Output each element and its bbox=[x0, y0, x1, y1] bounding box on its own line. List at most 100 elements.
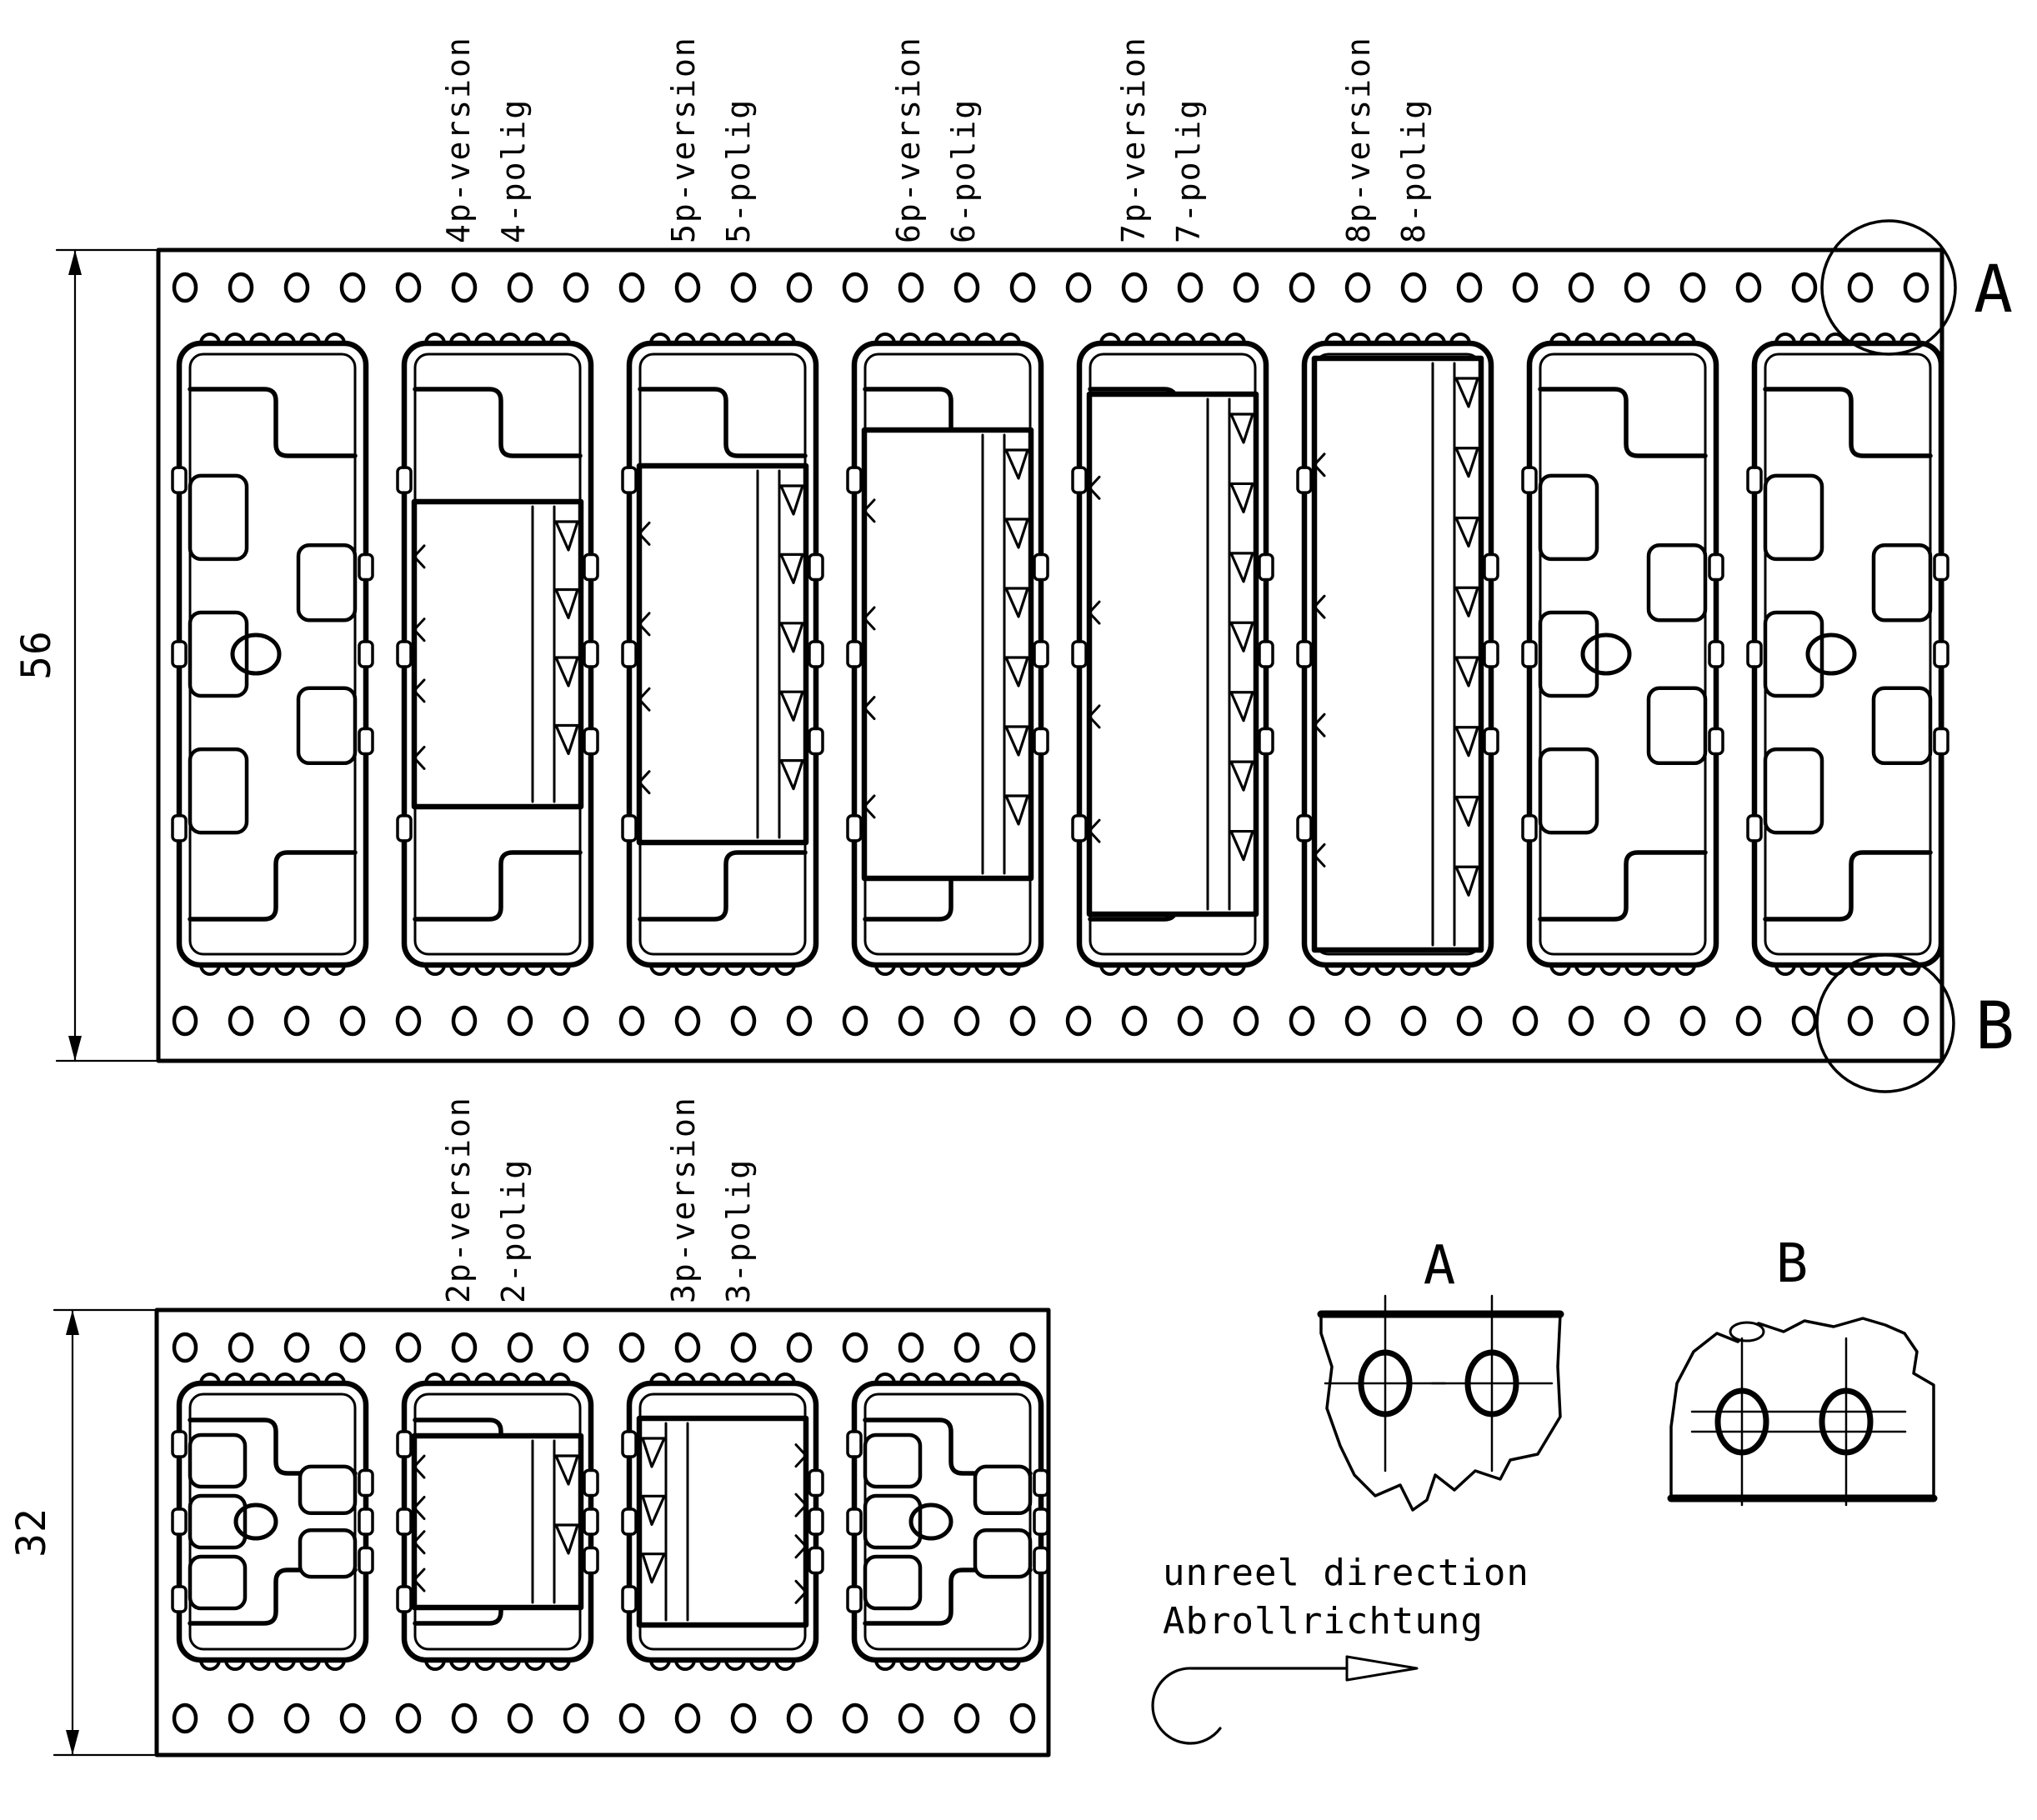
body-chevron bbox=[1088, 704, 1101, 729]
sprocket-hole bbox=[283, 272, 310, 303]
edge-scallop bbox=[449, 1658, 471, 1671]
pocket-rib-right bbox=[296, 686, 358, 766]
side-tab bbox=[1746, 814, 1763, 842]
body-chevron bbox=[413, 1530, 426, 1555]
sprocket-hole bbox=[1177, 1005, 1204, 1037]
pocket bbox=[396, 332, 599, 976]
sprocket-hole bbox=[618, 1702, 645, 1734]
side-tab bbox=[396, 1585, 413, 1613]
edge-scallop bbox=[1174, 332, 1196, 345]
side-tab bbox=[1933, 552, 1949, 582]
pocket-top-ledge bbox=[1763, 387, 1933, 458]
contact-tooth bbox=[1454, 447, 1479, 478]
edge-scallop bbox=[224, 963, 246, 976]
body-chevron bbox=[413, 544, 426, 569]
contact-tooth bbox=[554, 588, 579, 620]
unreel-direction-label-de: Abrollrichtung bbox=[1163, 1600, 1484, 1642]
pocket-rib-left bbox=[188, 1493, 248, 1550]
pocket-rib-left bbox=[188, 473, 249, 562]
sprocket-hole bbox=[1233, 1005, 1259, 1037]
edge-scallop bbox=[474, 963, 496, 976]
edge-scallop bbox=[1124, 332, 1146, 345]
pocket-center-hole bbox=[230, 632, 282, 676]
edge-scallop bbox=[1549, 963, 1571, 976]
edge-scallop bbox=[1549, 332, 1571, 345]
sprocket-hole bbox=[283, 1702, 310, 1734]
sprocket-hole bbox=[1289, 272, 1315, 303]
side-tab bbox=[621, 1508, 638, 1536]
side-tab bbox=[396, 640, 413, 668]
pocket bbox=[1746, 332, 1949, 976]
sprocket-hole bbox=[395, 1702, 422, 1734]
edge-scallop bbox=[1824, 332, 1846, 345]
edge-scallop bbox=[924, 963, 946, 976]
edge-scallop bbox=[1349, 332, 1371, 345]
edge-scallop bbox=[1174, 963, 1196, 976]
sprocket-hole bbox=[563, 272, 589, 303]
pocket-bottom-ledge bbox=[638, 850, 808, 922]
version-label: 2-polig bbox=[495, 1158, 532, 1303]
body-chevron bbox=[1313, 842, 1326, 868]
version-label: 7p-version bbox=[1115, 36, 1152, 243]
edge-scallop bbox=[1674, 963, 1696, 976]
edge-scallop bbox=[749, 963, 771, 976]
pocket-center-hole bbox=[908, 1502, 953, 1541]
edge-scallop bbox=[1799, 332, 1821, 345]
sprocket-hole bbox=[786, 272, 813, 303]
body-chevron bbox=[794, 1492, 808, 1518]
edge-scallop bbox=[899, 1372, 921, 1385]
sprocket-hole bbox=[172, 1702, 198, 1734]
edge-scallop bbox=[874, 1658, 896, 1671]
side-tab bbox=[396, 814, 413, 842]
pocket bbox=[1071, 332, 1274, 976]
pocket-rib-left bbox=[1538, 610, 1599, 698]
edge-scallop bbox=[949, 1372, 971, 1385]
edge-scallop bbox=[1899, 963, 1921, 976]
side-tab bbox=[583, 1546, 599, 1575]
edge-scallop bbox=[1599, 332, 1621, 345]
edge-scallop bbox=[1399, 332, 1421, 345]
edge-scallop bbox=[1574, 963, 1596, 976]
edge-scallop bbox=[649, 1658, 671, 1671]
edge-scallop bbox=[974, 963, 996, 976]
edge-scallop bbox=[424, 1658, 446, 1671]
edge-scallop bbox=[1874, 332, 1896, 345]
pocket-rib-left bbox=[188, 747, 249, 835]
edge-scallop bbox=[899, 963, 921, 976]
version-label: 8-polig bbox=[1395, 98, 1432, 243]
edge-scallop bbox=[1424, 963, 1446, 976]
version-label: 5-polig bbox=[720, 98, 757, 243]
body-chevron bbox=[1313, 712, 1326, 738]
side-tab bbox=[171, 640, 188, 668]
side-tab bbox=[583, 1508, 599, 1536]
sprocket-hole bbox=[1735, 1005, 1762, 1037]
edge-scallop bbox=[224, 332, 246, 345]
side-tab bbox=[1033, 552, 1049, 582]
sprocket-hole bbox=[842, 1702, 868, 1734]
side-tab bbox=[1033, 640, 1049, 668]
pocket-bottom-ledge bbox=[188, 850, 358, 922]
pocket bbox=[171, 1372, 374, 1671]
contact-tooth bbox=[1454, 377, 1479, 408]
contact-tooth bbox=[641, 1494, 666, 1526]
edge-scallop bbox=[1224, 332, 1246, 345]
edge-scallop bbox=[524, 1372, 546, 1385]
pocket-bottom-ledge bbox=[1538, 850, 1708, 922]
sprocket-hole bbox=[1679, 272, 1706, 303]
side-tab bbox=[1483, 552, 1499, 582]
edge-scallop bbox=[999, 963, 1021, 976]
side-tab bbox=[621, 1585, 638, 1613]
edge-scallop bbox=[324, 1372, 346, 1385]
body-chevron bbox=[638, 687, 651, 712]
edge-scallop bbox=[774, 1372, 796, 1385]
version-label: 6p-version bbox=[890, 36, 927, 243]
sprocket-hole bbox=[1847, 1005, 1874, 1037]
sprocket-hole bbox=[1233, 272, 1259, 303]
edge-scallop bbox=[1324, 963, 1346, 976]
sprocket-hole bbox=[1344, 272, 1371, 303]
edge-scallop bbox=[274, 963, 296, 976]
detail-marker-b-circle bbox=[1815, 953, 1955, 1093]
edge-scallop bbox=[249, 1372, 271, 1385]
sprocket-hole bbox=[1177, 272, 1204, 303]
detail-marker-a-label: A bbox=[1974, 252, 2013, 328]
